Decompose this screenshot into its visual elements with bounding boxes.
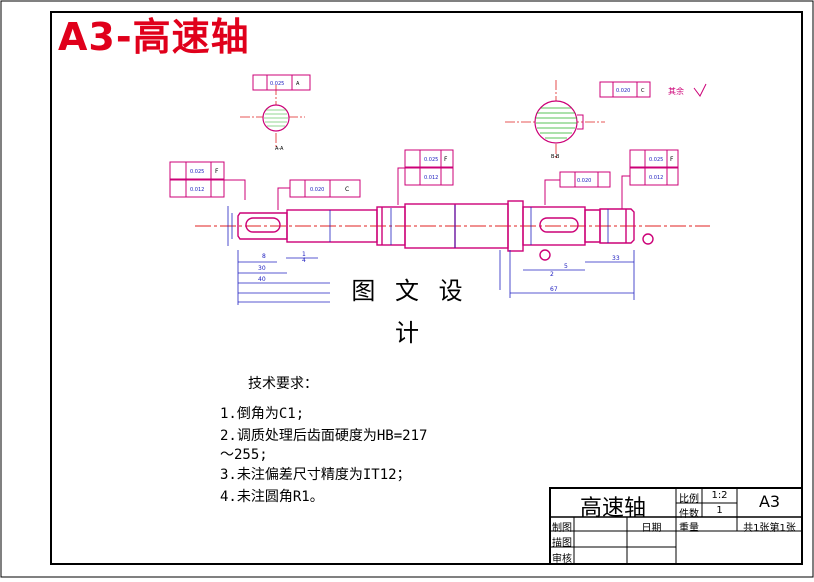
requirement-item: 1.倒角为C1; xyxy=(220,406,305,422)
drawing-title: A3-高速轴 xyxy=(58,15,250,59)
tb-part-name: 高速轴 xyxy=(579,496,646,521)
tb-scale-value: 1:2 xyxy=(711,490,728,501)
inner-frame xyxy=(50,11,803,565)
datum-marker-2 xyxy=(539,249,551,261)
keyway-right xyxy=(539,217,579,233)
dim-text-2: 2 xyxy=(550,271,554,278)
svg-text:0.012: 0.012 xyxy=(190,187,204,193)
requirement-item: 2.调质处理后齿面硬度为HB=217 xyxy=(220,428,428,444)
svg-text:C: C xyxy=(641,88,645,94)
svg-text:F: F xyxy=(444,156,448,163)
tb-scale-label: 比例 xyxy=(679,494,699,505)
svg-text:0.025: 0.025 xyxy=(190,169,204,175)
tb-sheet-size: A3 xyxy=(758,492,781,511)
shaft-view xyxy=(195,200,710,261)
dim-text-40: 40 xyxy=(258,276,266,283)
surface-note: 其余 xyxy=(668,86,684,96)
section-a-label: A-A xyxy=(275,146,284,152)
dim-text-8: 8 xyxy=(262,253,266,260)
section-b-label: B-B xyxy=(551,154,560,160)
tb-sheet-info: 共1张第1张 xyxy=(743,523,796,534)
tb-qty-label: 件数 xyxy=(679,509,699,520)
svg-text:0.012: 0.012 xyxy=(649,175,663,181)
requirement-item: ～255; xyxy=(220,447,268,463)
svg-text:0.020: 0.020 xyxy=(310,187,324,193)
svg-text:0.025: 0.025 xyxy=(424,157,438,163)
tb-weight-label: 重量 xyxy=(679,523,699,534)
shaft-segment-right-end xyxy=(599,208,635,244)
dim-text-4: 4 xyxy=(302,257,306,264)
dim-text-33: 33 xyxy=(612,255,620,262)
svg-text:F: F xyxy=(670,156,674,163)
dim-text-30: 30 xyxy=(258,265,266,272)
tb-date-label: 日期 xyxy=(641,523,662,534)
requirement-item: 3.未注偏差尺寸精度为IT12； xyxy=(220,467,411,483)
svg-text:F: F xyxy=(215,168,219,175)
tb-qty-value: 1 xyxy=(716,505,723,516)
svg-text:A: A xyxy=(296,81,300,87)
requirements-heading: 技术要求： xyxy=(248,376,318,392)
svg-text:0.012: 0.012 xyxy=(424,175,438,181)
watermark-text: 图 文 设 计 xyxy=(330,270,490,347)
section-a-view: 0.025 A A-A xyxy=(240,74,311,152)
tb-check-label: 审核 xyxy=(552,554,572,565)
tb-draw-label: 制图 xyxy=(552,523,572,534)
svg-text:0.020: 0.020 xyxy=(577,178,591,184)
requirement-item: 4.未注圆角R1。 xyxy=(220,489,324,505)
dimension-lines xyxy=(227,205,635,305)
svg-text:0.025: 0.025 xyxy=(270,81,284,87)
svg-text:C: C xyxy=(345,186,349,193)
svg-text:0.025: 0.025 xyxy=(649,157,663,163)
tb-trace-label: 描图 xyxy=(552,538,572,549)
svg-text:0.020: 0.020 xyxy=(616,88,630,94)
gdt-texts: 0.025 0.012 0.025 0.012 0.020 0.025 0.01… xyxy=(190,157,663,193)
dim-text-5: 5 xyxy=(564,263,568,270)
dim-text-1: 1 xyxy=(302,251,306,258)
gdt-frames xyxy=(169,149,679,210)
keyway-left xyxy=(245,217,281,233)
datum-texts: F C F F xyxy=(215,156,674,193)
title-block-lines xyxy=(549,487,803,565)
datum-marker xyxy=(642,233,654,245)
dimension-texts: 30 40 1 4 8 67 33 5 2 xyxy=(258,251,620,293)
dim-text-67: 67 xyxy=(550,286,558,293)
section-b-view: 0.020 C B-B 其余 xyxy=(505,80,707,160)
